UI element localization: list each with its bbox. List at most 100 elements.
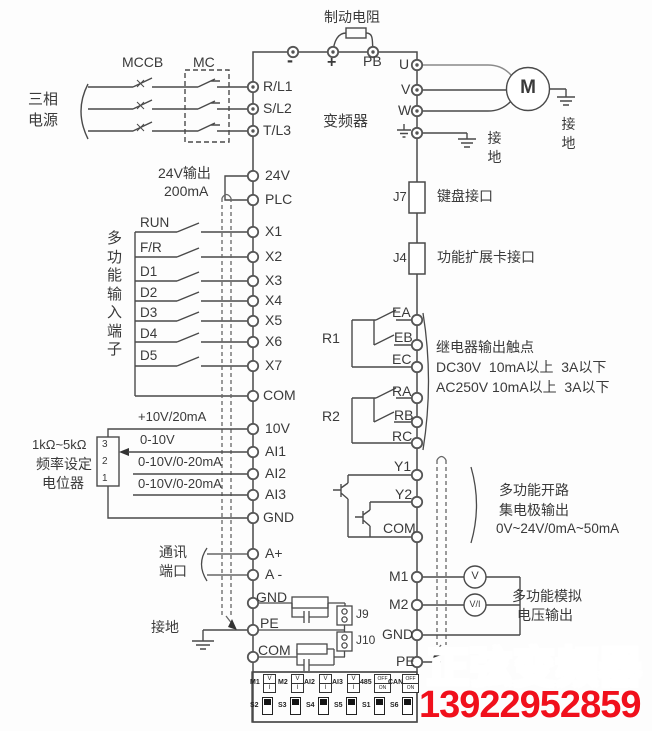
watermark-brand: 正弦变频器 (426, 643, 643, 692)
terminal-x3: X3 (265, 272, 283, 288)
terminal-y2: Y2 (395, 486, 413, 502)
dip-switch-s1 (374, 697, 385, 715)
terminal-x2: X2 (265, 248, 283, 264)
dip-ai2-bottom: I (320, 683, 331, 692)
terminal-gnd2: GND (256, 589, 288, 605)
meter-v-label: V (471, 570, 479, 582)
signal-d4: D4 (140, 326, 158, 341)
dip-m2-top: V (295, 676, 300, 682)
pot-label-line1: 1kΩ~5kΩ (32, 437, 87, 452)
motor-output-circuit (397, 64, 575, 148)
dip-sw-label-s4: S4 (306, 702, 315, 709)
dip-panel-box (251, 671, 418, 723)
dip-selector-ai3: V I (347, 674, 360, 693)
terminal-ai2: AI2 (265, 465, 287, 481)
dip-sw-label-s1: S1 (362, 702, 371, 709)
terminal-ra: RA (392, 383, 412, 399)
dip-sw-label-s3: S3 (278, 702, 287, 709)
dip-selector-m1: V I (263, 674, 276, 693)
terminals (246, 45, 424, 669)
comm-port-bracket (200, 547, 247, 582)
digital-input-group-label: 多功能输入端子 (106, 230, 122, 358)
terminal-w: W (398, 102, 412, 118)
relay-r1-label: R1 (322, 330, 340, 346)
terminal-a-minus: A - (265, 566, 283, 582)
connector-j4-label: J4 (393, 250, 407, 265)
dip-selector-ai2: V I (319, 674, 332, 693)
terminal-x7: X7 (265, 357, 283, 373)
open-collector-circuit (333, 466, 478, 544)
terminal-gnd: GND (263, 509, 295, 525)
dip-sw-label-s5: S5 (334, 702, 343, 709)
terminal-com: COM (263, 387, 296, 403)
dip-selector-can: OFF ON (402, 674, 419, 693)
dip-switch-s3 (290, 697, 301, 715)
dip-label-485: 485 (360, 679, 372, 686)
dip-switch-s4 (318, 697, 329, 715)
shield-cable-left (221, 193, 237, 630)
dip-m1-top: V (267, 676, 272, 682)
jumper-j9-label: J9 (356, 607, 369, 621)
terminal-rc: RC (392, 428, 413, 444)
terminal-plc: PLC (265, 191, 293, 207)
relay-desc-line3: AC250V 10mA以上 3A以下 (436, 379, 610, 395)
terminal-ea: EA (392, 304, 411, 320)
dip-ai3-top: V (351, 676, 356, 682)
terminal-24v: 24V (265, 167, 290, 183)
terminal-com3: COM (383, 520, 416, 536)
wire-label-ai1: 0-10V (140, 432, 175, 447)
relay-r2-label: R2 (322, 408, 340, 424)
dip-label-ai2: AI2 (304, 679, 315, 686)
dip-label-m2: M2 (278, 679, 288, 686)
jumper-j10-label: J10 (356, 633, 376, 647)
dip-sw-label-s2: S2 (250, 702, 259, 709)
signal-run: RUN (140, 215, 170, 230)
wire-label-ai2: 0-10V/0-20mA (138, 454, 222, 469)
terminal-a-plus: A+ (265, 545, 283, 561)
ground-left-label: 接地 (151, 619, 179, 635)
connector-j4-desc: 功能扩展卡接口 (437, 249, 535, 265)
signal-fr: F/R (140, 240, 162, 255)
pot-label-line3: 电位器 (42, 475, 84, 491)
comm-label-line1: 通讯 (159, 544, 187, 560)
terminal-pe-left: PE (260, 615, 279, 631)
terminal-x1: X1 (265, 223, 283, 239)
terminal-u: U (399, 56, 410, 72)
wire-label-10v: +10V/20mA (138, 409, 207, 424)
inverter-title: 变频器 (323, 113, 369, 130)
meter-vi-label: V/I (469, 599, 481, 609)
terminal-v: V (401, 81, 411, 97)
terminal-com2: COM (258, 642, 291, 658)
dip-can-bottom: ON (403, 683, 418, 692)
terminal-y1: Y1 (394, 458, 412, 474)
terminal-m1: M1 (389, 568, 409, 584)
pot-label-line2: 频率设定 (36, 456, 92, 472)
dc-plus-label: + (327, 54, 337, 71)
comm-label-line2: 端口 (159, 563, 187, 579)
terminal-r-l1: R/L1 (263, 78, 293, 94)
digital-input-circuit (134, 222, 247, 397)
connector-j7-desc: 键盘接口 (437, 188, 493, 204)
wire-label-ai3: 0-10V/0-20mA (138, 476, 222, 491)
dip-m1-bottom: I (264, 683, 275, 692)
motor-label: M (520, 77, 536, 98)
ground-motor-label: 接地 (561, 116, 576, 151)
mccb-label: MCCB (122, 54, 164, 70)
dip-selector-485: OFF ON (374, 674, 391, 693)
ao-desc-line1: 多功能模拟 (512, 588, 582, 604)
dip-can-top: OFF (405, 676, 416, 682)
brake-resistor-label: 制动电阻 (324, 9, 380, 25)
pot-pin-2: 2 (102, 456, 108, 467)
terminal-pe-right: PE (396, 653, 415, 669)
terminal-x6: X6 (265, 333, 283, 349)
relay-contacts (351, 309, 430, 451)
dip-sw-label-s6: S6 (390, 702, 399, 709)
dip-485-top: OFF (377, 676, 388, 682)
terminal-s-l2: S/L2 (263, 100, 292, 116)
terminal-ai1: AI1 (265, 443, 287, 459)
terminal-t-l3: T/L3 (263, 122, 292, 138)
three-phase-source-label: 三相电源 (28, 91, 59, 129)
pot-pin-3: 3 (102, 439, 108, 450)
